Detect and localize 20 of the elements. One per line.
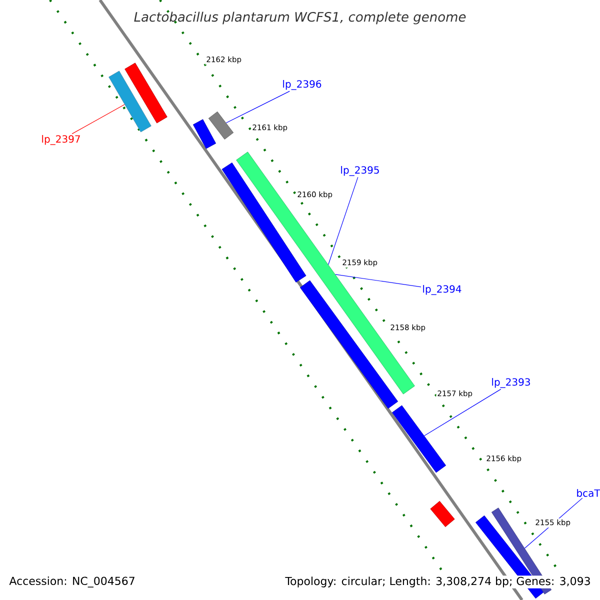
gene-bar (192, 119, 216, 149)
leader-line (335, 274, 422, 288)
leader-line (226, 90, 290, 124)
gene-bar (108, 70, 152, 132)
leader-line (424, 388, 502, 436)
footer-text: Topology: circular; Length: 3,308,274 bp; Genes: 3,093 (284, 576, 592, 588)
gene-bar (430, 500, 455, 528)
gene-label: lp_2395 (341, 166, 379, 176)
title: Lactobacillus plantarum WCFS1, complete genome (134, 12, 466, 24)
leader-line (328, 176, 358, 265)
gene-label: bcaT (577, 489, 600, 497)
gene-bar (124, 62, 168, 124)
gene-label: lp_2394 (423, 285, 462, 295)
gene-bar (392, 405, 446, 473)
gene-bar (208, 111, 234, 140)
footer-text: Accession: NC_004567 (8, 576, 136, 588)
gene-label: lp_2393 (492, 378, 530, 388)
gene-label: lp_2396 (283, 80, 322, 90)
leader-line (72, 104, 125, 134)
gene-label: lp_2397 (42, 135, 80, 145)
